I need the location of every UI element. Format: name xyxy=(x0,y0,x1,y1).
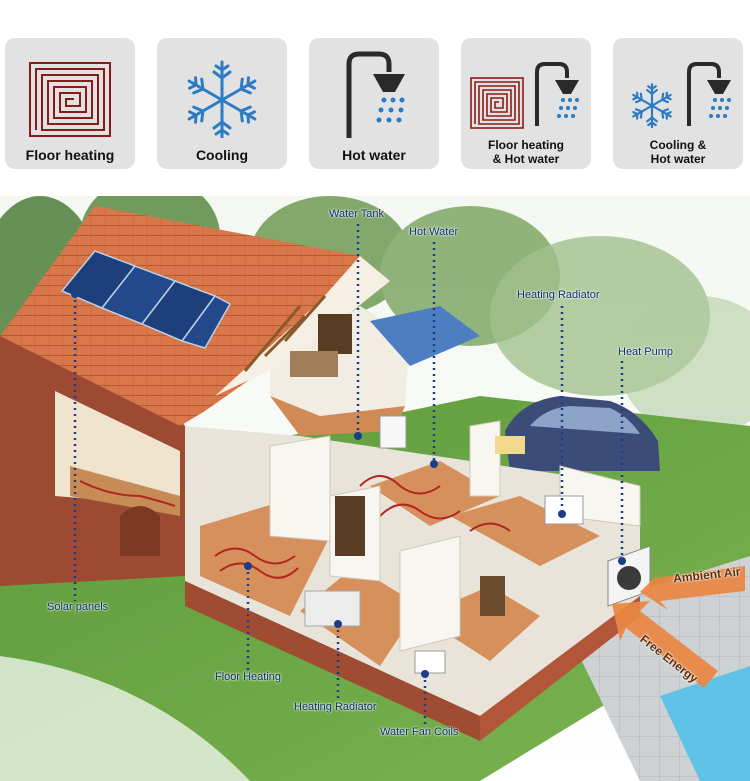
tile-label: Floor heating & Hot water xyxy=(461,138,591,166)
callout-heating-radiator-top: Heating Radiator xyxy=(517,289,600,301)
tile-hot-water: Hot water xyxy=(309,38,439,169)
house-illustration: Water Tank Hot Water Heating Radiator He… xyxy=(0,196,750,781)
tile-label-line: Cooling & xyxy=(649,138,707,152)
callout-floor-heating: Floor Heating xyxy=(215,671,282,683)
shower-icon xyxy=(346,51,405,138)
tile-floor-heating: Floor heating xyxy=(5,38,135,169)
tile-label-line: Floor heating xyxy=(488,138,564,152)
tile-label: Floor heating xyxy=(25,147,115,163)
floor-coil-icon xyxy=(29,62,111,137)
callout-water-fan-coils: Water Fan Coils xyxy=(380,726,459,738)
shower-icon xyxy=(535,62,579,126)
floor-coil-icon xyxy=(470,77,524,129)
tile-cooling: Cooling xyxy=(157,38,287,169)
callout-hot-water: Hot Water xyxy=(409,226,459,238)
solar-panels xyxy=(60,250,232,349)
tile-cooling-hot-water: Cooling & Hot water xyxy=(613,38,743,169)
tile-label: Hot water xyxy=(342,147,406,163)
tile-floor-hot-water: Floor heating & Hot water xyxy=(461,38,591,169)
callout-heat-pump: Heat Pump xyxy=(618,346,674,358)
callout-solar-panels: Solar panels xyxy=(47,601,109,613)
shower-icon xyxy=(687,62,731,126)
energy-arrows xyxy=(612,566,745,688)
snowflake-icon xyxy=(183,60,261,138)
house-cutaway xyxy=(0,196,750,781)
tile-label: Cooling & Hot water xyxy=(613,138,743,166)
tile-label-line: Hot water xyxy=(650,152,706,166)
snowflake-icon xyxy=(629,83,675,129)
tile-label-line: & Hot water xyxy=(492,152,560,166)
mode-tiles: Floor heating Cooling xyxy=(0,0,750,190)
callout-water-tank: Water Tank xyxy=(329,208,385,220)
callout-heating-radiator-bottom: Heating Radiator xyxy=(294,701,377,713)
tile-label: Cooling xyxy=(195,147,249,163)
